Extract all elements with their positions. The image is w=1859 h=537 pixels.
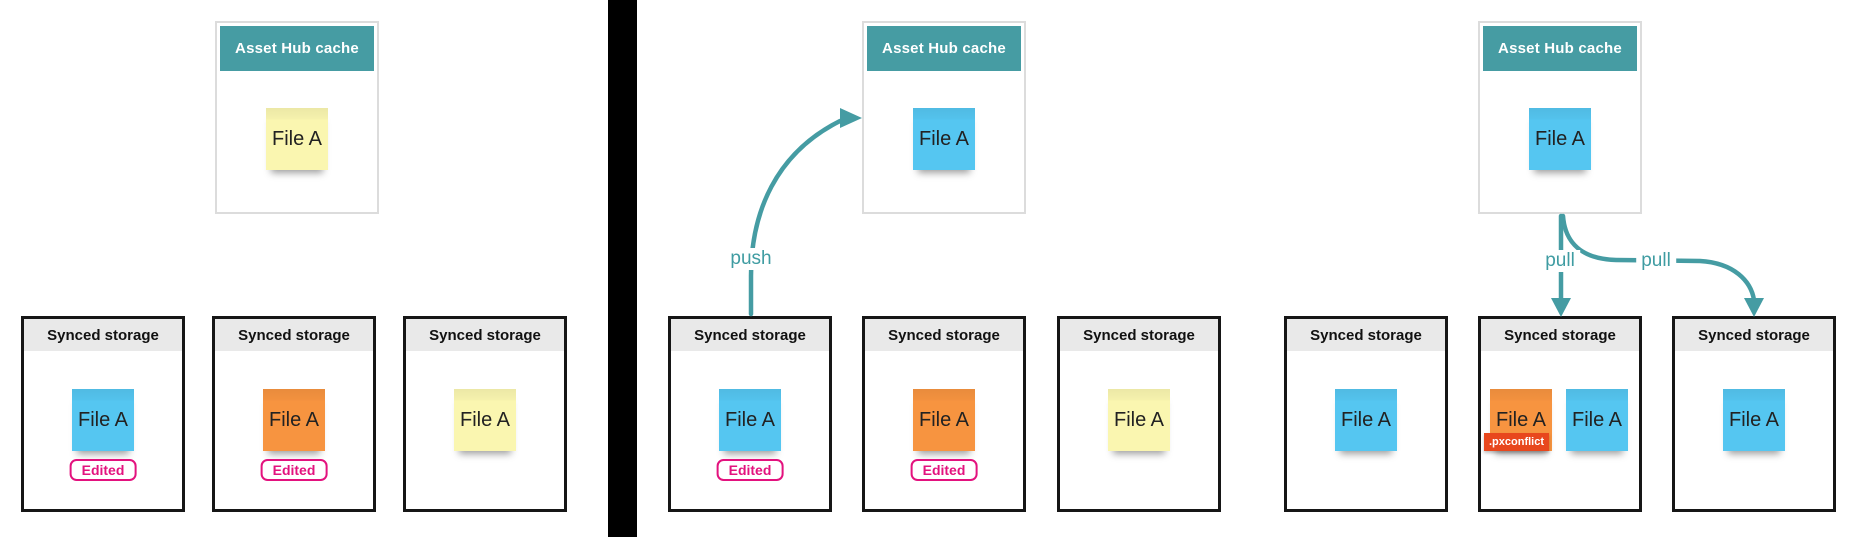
push-arrow (748, 118, 843, 317)
synced-storage-box: Synced storage File A Edited (21, 316, 185, 512)
edited-badge: Edited (260, 459, 328, 481)
asset-hub-cache-box: Asset Hub cache File A (1478, 21, 1642, 214)
panel-divider (608, 0, 637, 537)
storage-title: Synced storage (1675, 319, 1833, 351)
synced-storage-box: Synced storage File A (1284, 316, 1448, 512)
file-a-sticky: File A (1335, 389, 1397, 451)
cache-title: Asset Hub cache (220, 26, 374, 71)
asset-hub-cache-box: Asset Hub cache File A (215, 21, 379, 214)
synced-storage-box: Synced storage File A (1672, 316, 1836, 512)
storage-title: Synced storage (865, 319, 1023, 351)
storage-title: Synced storage (1481, 319, 1639, 351)
push-arrowhead (840, 108, 862, 128)
storage-title: Synced storage (671, 319, 829, 351)
storage-title: Synced storage (215, 319, 373, 351)
cache-title: Asset Hub cache (867, 26, 1021, 71)
edited-badge: Edited (69, 459, 137, 481)
cache-title: Asset Hub cache (1483, 26, 1637, 71)
synced-storage-box: Synced storage File A Edited (668, 316, 832, 512)
push-label: push (725, 248, 777, 270)
pull-label: pull (1636, 250, 1676, 272)
pull-arrowhead-down (1551, 298, 1571, 317)
storage-title: Synced storage (1060, 319, 1218, 351)
pxconflict-tag: .pxconflict (1484, 433, 1550, 451)
file-a-sticky: File A (719, 389, 781, 451)
synced-storage-box: Synced storage File A (1057, 316, 1221, 512)
synced-storage-box: Synced storage File A (403, 316, 567, 512)
pull-arrowhead-curved (1744, 298, 1764, 317)
pull-arrow-curved (1560, 213, 1757, 303)
file-a-sticky: File A (1108, 389, 1170, 451)
synced-storage-box: Synced storage File A Edited (862, 316, 1026, 512)
file-a-sticky: File A (72, 389, 134, 451)
synced-storage-box: Synced storage File A .pxconflict File A (1478, 316, 1642, 512)
asset-hub-cache-box: Asset Hub cache File A (862, 21, 1026, 214)
edited-badge: Edited (716, 459, 784, 481)
pull-label: pull (1540, 250, 1580, 272)
synced-storage-box: Synced storage File A Edited (212, 316, 376, 512)
file-a-sticky: File A (266, 108, 328, 170)
file-a-sticky: File A (1566, 389, 1628, 451)
storage-title: Synced storage (24, 319, 182, 351)
edited-badge: Edited (910, 459, 978, 481)
storage-title: Synced storage (406, 319, 564, 351)
file-a-sticky: File A (913, 108, 975, 170)
file-a-sticky: File A (263, 389, 325, 451)
file-a-sticky: File A (1529, 108, 1591, 170)
file-a-sticky: File A (913, 389, 975, 451)
file-a-sticky: File A (1723, 389, 1785, 451)
storage-title: Synced storage (1287, 319, 1445, 351)
file-a-sticky: File A (454, 389, 516, 451)
